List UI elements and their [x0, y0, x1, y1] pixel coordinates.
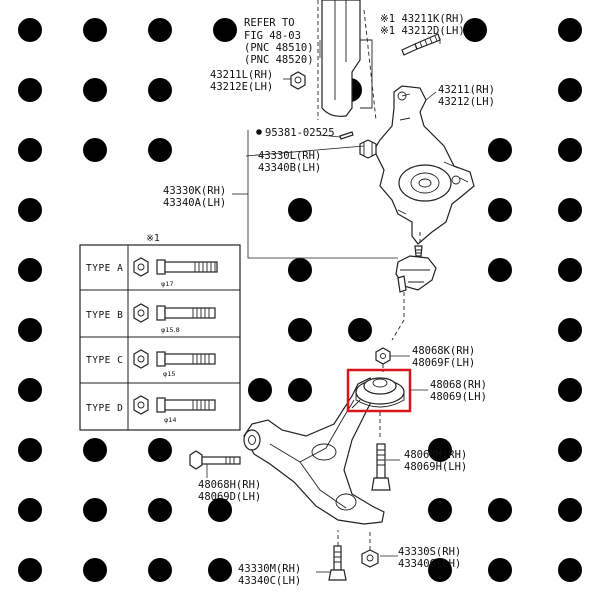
refer-line-3: (PNC 48510) [244, 42, 314, 54]
bolt-bottom-drawing [328, 545, 347, 581]
part-nut-top-lh[interactable]: 43212E(LH) [210, 81, 273, 93]
part-bolt-bottom-lh[interactable]: 43340C(LH) [238, 575, 301, 587]
cotter-pin-drawing [339, 131, 354, 140]
type-a-label: TYPE A [86, 263, 123, 274]
part-nut-bottom-lh[interactable]: 43340G(LH) [398, 558, 461, 570]
type-c-dim: φ15 [163, 370, 176, 378]
lower-control-arm-drawing [243, 377, 385, 525]
bolt-type-d-drawing [133, 395, 216, 415]
part-knuckle-lh[interactable]: 43212(LH) [438, 96, 495, 108]
part-bolt-right-rh[interactable]: 48068M(RH) [404, 449, 467, 461]
bushing-drawing [355, 377, 405, 408]
type-d-label: TYPE D [86, 403, 123, 414]
type-c-label: TYPE C [86, 355, 123, 366]
part-bolt-right-lh[interactable]: 48069H(LH) [404, 461, 467, 473]
refer-line-2[interactable]: FIG 48-03 [244, 30, 301, 42]
part-ball-joint-lh[interactable]: 43340A(LH) [163, 197, 226, 209]
type-d-dim: φ14 [164, 416, 177, 424]
nut-bottom-right-drawing [361, 549, 379, 568]
highlight-box [346, 368, 412, 413]
part-bolt-bottom-rh[interactable]: 43330M(RH) [238, 563, 301, 575]
bolt-left-drawing [189, 450, 241, 470]
bolt-type-b-drawing [133, 303, 216, 323]
part-bolt-top-lh[interactable]: ※1 43212D(LH) [380, 25, 465, 37]
steering-knuckle-drawing [373, 85, 475, 245]
refer-line-4: (PNC 48520) [244, 54, 314, 66]
part-nut-bottom-rh[interactable]: 43330S(RH) [398, 546, 461, 558]
part-castle-nut-rh[interactable]: 43330L(RH) [258, 150, 321, 162]
refer-note: REFER TO FIG 48-03 (PNC 48510) (PNC 4852… [244, 17, 314, 66]
nut-top-drawing [290, 71, 306, 90]
type-table-note: ※1 [146, 233, 160, 244]
castle-nut-drawing [359, 139, 377, 159]
bolt-type-c-drawing [133, 349, 216, 369]
part-ball-joint-rh[interactable]: 43330K(RH) [163, 185, 226, 197]
part-nut-top-rh[interactable]: 43211L(RH) [210, 69, 273, 81]
strut-assembly-drawing [317, 0, 377, 121]
part-nut-mid-rh[interactable]: 48068K(RH) [412, 345, 475, 357]
refer-line-1: REFER TO [244, 17, 295, 29]
part-castle-nut-lh[interactable]: 43340B(LH) [258, 162, 321, 174]
type-b-dim: φ15.8 [161, 326, 180, 334]
bolt-type-a-drawing [133, 257, 218, 277]
bullet-dot-icon [256, 129, 262, 135]
type-b-label: TYPE B [86, 310, 123, 321]
part-bolt-top-rh[interactable]: ※1 43211K(RH) [380, 13, 465, 25]
part-nut-mid-lh[interactable]: 48069F(LH) [412, 357, 475, 369]
part-bushing-lh[interactable]: 48069(LH) [430, 391, 487, 403]
part-bolt-left-rh[interactable]: 48068H(RH) [198, 479, 261, 491]
bolt-right-drawing [371, 443, 391, 491]
part-knuckle-rh[interactable]: 43211(RH) [438, 84, 495, 96]
bolt-top-drawing [401, 33, 441, 56]
type-a-dim: φ17 [161, 280, 174, 288]
nut-mid-drawing [375, 347, 391, 365]
part-bolt-left-lh[interactable]: 48069D(LH) [198, 491, 261, 503]
part-bushing-rh[interactable]: 48068(RH) [430, 379, 487, 391]
ball-joint-drawing [395, 245, 437, 293]
part-cotter-pin[interactable]: 95381-02525 [265, 127, 335, 139]
